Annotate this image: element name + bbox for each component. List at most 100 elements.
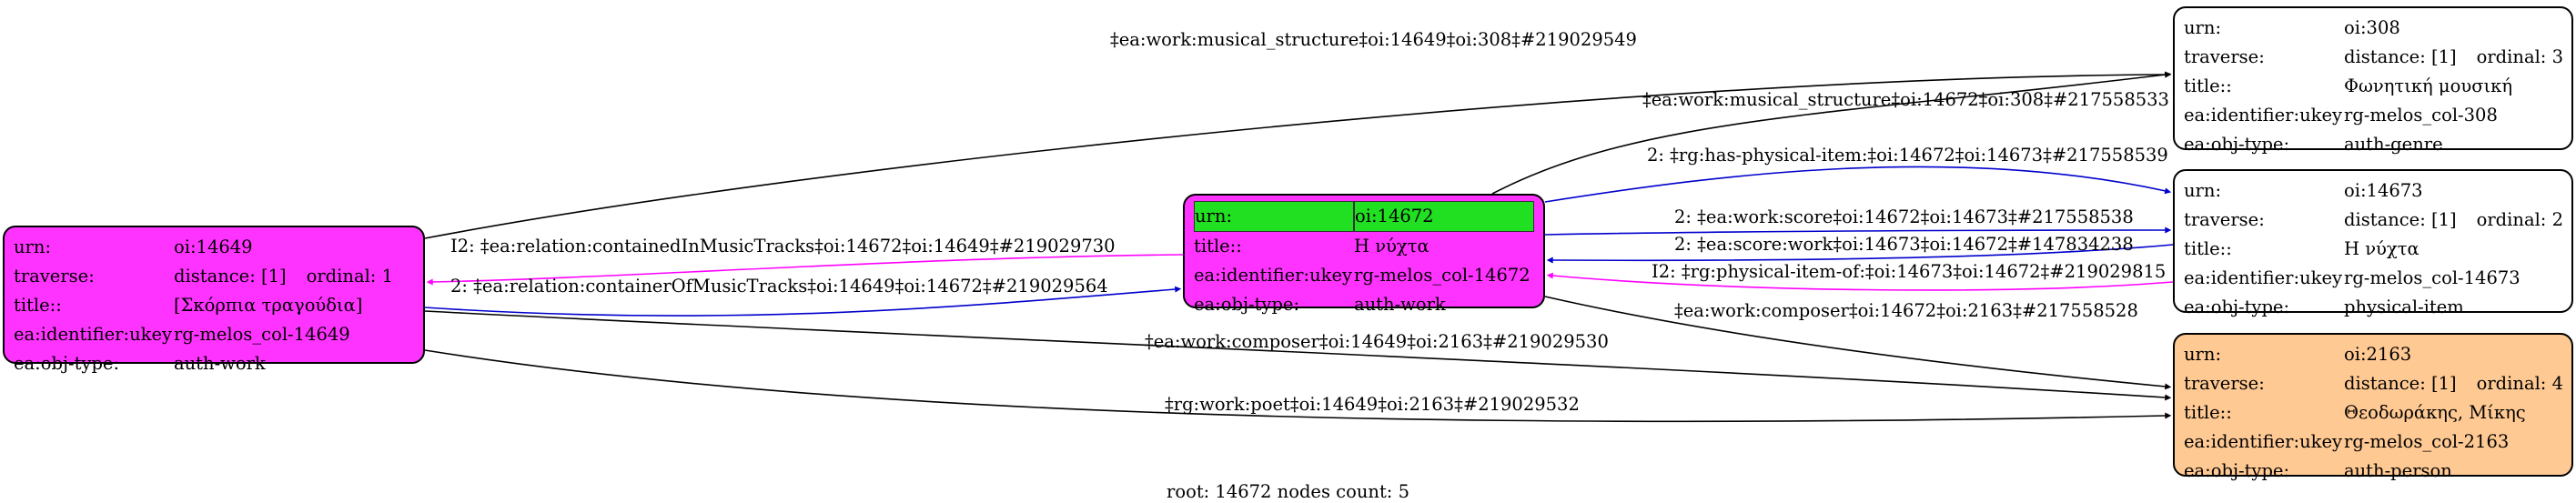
node-field-row: title::Η νύχτα xyxy=(1194,232,1534,261)
edge-e4 xyxy=(1544,226,2172,236)
field-key: ea:obj-type: xyxy=(2184,297,2290,317)
edge-e7 xyxy=(1544,296,2172,390)
field-key: title:: xyxy=(14,295,62,316)
field-key: urn: xyxy=(2184,344,2222,365)
field-ordinal: ordinal: 2 xyxy=(2476,209,2563,230)
node-field-row: urn: oi:308 xyxy=(2184,14,2562,43)
field-value: distance: [1] xyxy=(174,266,287,287)
field-key: ea:identifier:ukey xyxy=(2184,267,2342,288)
node-field-row: urn: oi:14649 xyxy=(14,233,414,262)
node-field-row: traverse: distance: [1] ordinal: 4 xyxy=(2184,369,2563,398)
node-n14673[interactable]: urn: oi:14673 traverse: distance: [1] ordina… xyxy=(2173,169,2573,317)
field-key: traverse: xyxy=(2184,373,2265,394)
field-value: Θεοδωράκης, Μίκης xyxy=(2344,402,2526,423)
field-value: oi:14672 xyxy=(1354,201,1534,232)
field-value: rg-melos_col-2163 xyxy=(2344,431,2510,452)
node-field-row: ea:obj-type:physical-item xyxy=(2184,293,2562,322)
field-value: Φωνητική μουσική xyxy=(2344,75,2513,96)
field-key: urn: xyxy=(2184,180,2222,201)
edge-label-e3: 2: ‡rg:has-physical-item:‡oi:14672‡oi:14… xyxy=(1647,145,2168,166)
node-field-row: urn: oi:2163 xyxy=(2184,340,2562,369)
field-key: title:: xyxy=(2184,402,2232,423)
field-ordinal: ordinal: 4 xyxy=(2476,373,2563,394)
field-value: Η νύχτα xyxy=(2344,238,2419,259)
field-value: oi:14649 xyxy=(174,236,253,257)
field-key: ea:identifier:ukey xyxy=(14,324,172,345)
field-key: title:: xyxy=(2184,238,2232,259)
edge-label-e2: ‡ea:work:musical_structure‡oi:14672‡oi:3… xyxy=(1642,89,2169,110)
field-key: ea:identifier:ukey xyxy=(2184,105,2342,126)
node-field-row: ea:obj-type: auth-genre xyxy=(2184,130,2562,159)
edge-label-e10: ‡ea:work:composer‡oi:14649‡oi:2163‡#2190… xyxy=(1145,331,1609,352)
field-key: ea:identifier:ukey xyxy=(1194,265,1352,286)
field-value: rg-melos_col-308 xyxy=(2344,105,2498,126)
field-key: ea:obj-type: xyxy=(2184,134,2290,155)
field-value: auth-person xyxy=(2344,460,2452,481)
field-key: urn: xyxy=(14,236,52,257)
edge-e2 xyxy=(1491,71,2172,195)
node-field-row: traverse: distance: [1] ordinal: 1 xyxy=(14,262,414,291)
field-key: title:: xyxy=(2184,75,2232,96)
node-field-row: title::Η νύχτα xyxy=(2184,235,2562,264)
node-n14649[interactable]: urn: oi:14649 traverse: distance: [1] ordina… xyxy=(3,226,425,374)
field-key: ea:obj-type: xyxy=(2184,460,2290,481)
edge-label-e5: 2: ‡ea:score:work‡oi:14673‡oi:14672‡#147… xyxy=(1674,234,2134,255)
field-value: oi:14673 xyxy=(2344,180,2423,201)
node-field-row: title::Φωνητική μουσική xyxy=(2184,72,2562,101)
edge-e6 xyxy=(1546,272,2174,291)
edge-label-e6: I2: ‡rg:physical-item-of:‡oi:14673‡oi:14… xyxy=(1652,261,2167,282)
field-key: traverse: xyxy=(2184,46,2265,67)
edge-e5 xyxy=(1546,244,2174,264)
field-value: auth-work xyxy=(174,353,266,374)
edge-label-e8: I2: ‡ea:relation:containedInMusicTracks‡… xyxy=(450,236,1116,257)
field-value: distance: [1] xyxy=(2344,46,2457,67)
field-key: traverse: xyxy=(14,266,95,287)
field-key: title:: xyxy=(1194,236,1242,257)
edge-label-e1: ‡ea:work:musical_structure‡oi:14649‡oi:3… xyxy=(1110,29,1637,50)
field-key: urn: xyxy=(1194,201,1354,232)
node-field-row: traverse:distance: [1]ordinal: 3 xyxy=(2184,43,2563,72)
node-n2163[interactable]: urn: oi:2163 traverse: distance: [1] ordinal… xyxy=(2173,333,2573,481)
edge-e9 xyxy=(424,286,1182,317)
field-value: rg-melos_col-14672 xyxy=(1354,265,1530,286)
field-key: ea:obj-type: xyxy=(14,353,120,374)
field-value: [Σκόρπια τραγούδια] xyxy=(174,295,363,316)
field-value: Η νύχτα xyxy=(1354,236,1429,257)
field-value: rg-melos_col-14673 xyxy=(2344,267,2520,288)
node-field-row: title::[Σκόρπια τραγούδια] xyxy=(14,291,414,320)
edge-e8 xyxy=(426,254,1184,286)
field-key: urn: xyxy=(2184,17,2222,38)
node-field-row: title::Θεοδωράκης, Μίκης xyxy=(2184,398,2562,428)
edge-e1 xyxy=(424,71,2172,239)
node-field-row: traverse: distance: [1] ordinal: 2 xyxy=(2184,206,2563,235)
edge-e3 xyxy=(1544,166,2172,203)
edge-label-e4: 2: ‡ea:work:score‡oi:14672‡oi:14673‡#217… xyxy=(1674,206,2134,227)
node-field-row: ea:obj-type: auth-person xyxy=(2184,457,2562,486)
edge-label-e7: ‡ea:work:composer‡oi:14672‡oi:2163‡#2175… xyxy=(1674,300,2138,321)
field-key: traverse: xyxy=(2184,209,2265,230)
node-field-row: urn:oi:14672 xyxy=(1194,201,1534,232)
field-key: ea:obj-type: xyxy=(1194,294,1300,315)
graph-footer: root: 14672 nodes count: 5 xyxy=(1167,481,1409,502)
field-value: auth-genre xyxy=(2344,134,2443,155)
node-field-row: urn: oi:14673 xyxy=(2184,176,2562,206)
field-value: distance: [1] xyxy=(2344,373,2457,394)
field-ordinal: ordinal: 1 xyxy=(306,266,393,287)
field-key: ea:identifier:ukey xyxy=(2184,431,2342,452)
field-value: rg-melos_col-14649 xyxy=(174,324,350,345)
edge-e10 xyxy=(424,310,2172,401)
node-field-row: ea:obj-type:auth-work xyxy=(1194,290,1534,319)
field-value: oi:308 xyxy=(2344,17,2400,38)
field-value: distance: [1] xyxy=(2344,209,2457,230)
edge-label-e9: 2: ‡ea:relation:containerOfMusicTracks‡o… xyxy=(450,276,1108,297)
field-value: oi:2163 xyxy=(2344,344,2412,365)
edge-e11 xyxy=(424,349,2172,423)
